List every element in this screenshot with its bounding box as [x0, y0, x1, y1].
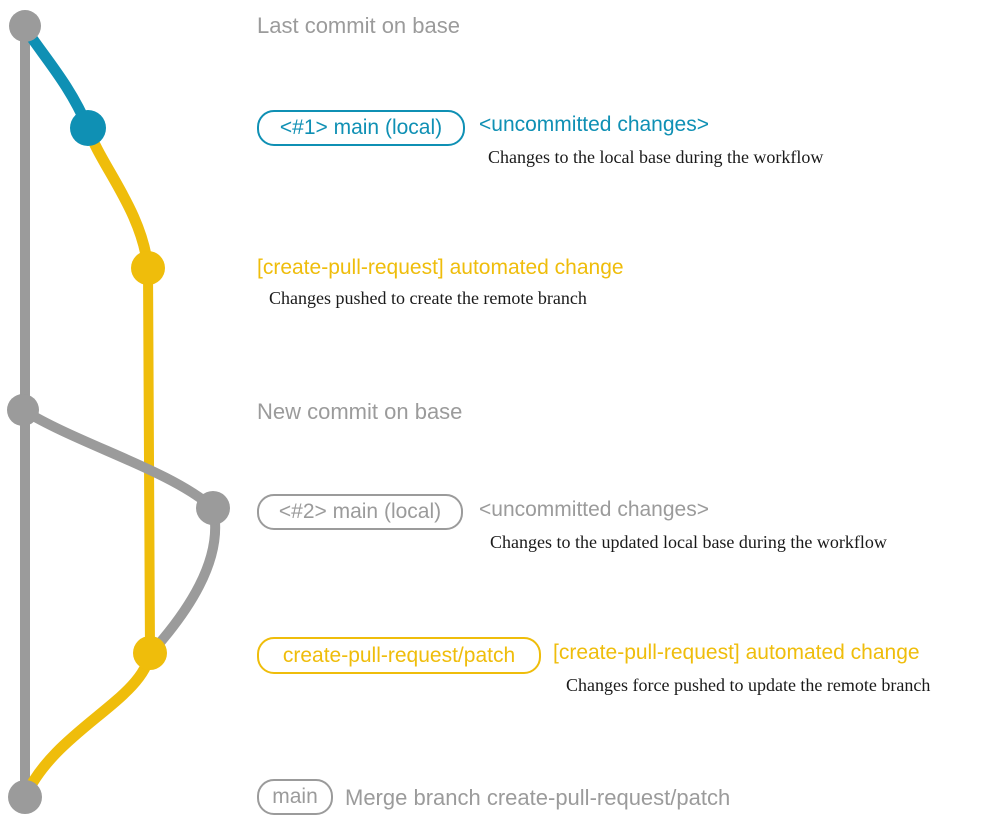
local-1-description: Changes to the local base during the wor… [488, 147, 824, 167]
branch-badge-main-local-2: <#2> main (local) [257, 494, 463, 530]
new-base-edge [18, 405, 218, 513]
commit-node-local-1 [70, 110, 106, 146]
commit-node-merge [8, 780, 42, 814]
branch-badge-main-local-1: <#1> main (local) [257, 110, 465, 146]
commit-node-patch-2 [133, 636, 167, 670]
local-2-description: Changes to the updated local base during… [490, 532, 887, 552]
force-push-edge [146, 503, 221, 658]
commit-node-base-last [9, 10, 41, 42]
merge-to-base-edge [19, 647, 156, 803]
branch-badge-patch: create-pull-request/patch [257, 637, 541, 674]
commit-node-patch-1 [131, 251, 165, 285]
uncommitted-changes-status-2: <uncommitted changes> [479, 498, 709, 521]
patch-commit-title-1: [create-pull-request] automated change [257, 256, 624, 279]
last-commit-note: Last commit on base [257, 13, 460, 38]
branch-badge-main: main [257, 779, 333, 815]
patch-branch-line [143, 263, 155, 658]
patch-1-description: Changes pushed to create the remote bran… [269, 288, 587, 308]
patch-2-description: Changes force pushed to update the remot… [566, 675, 931, 695]
uncommitted-changes-status-1: <uncommitted changes> [479, 113, 709, 136]
patch-commit-title-2: [create-pull-request] automated change [553, 641, 920, 664]
new-commit-note: New commit on base [257, 399, 463, 424]
patch-branch-edge-top [82, 122, 154, 274]
commit-node-local-2 [196, 491, 230, 525]
merge-commit-message: Merge branch create-pull-request/patch [345, 785, 731, 810]
commit-node-base-new [7, 394, 39, 426]
git-graph [7, 10, 230, 814]
